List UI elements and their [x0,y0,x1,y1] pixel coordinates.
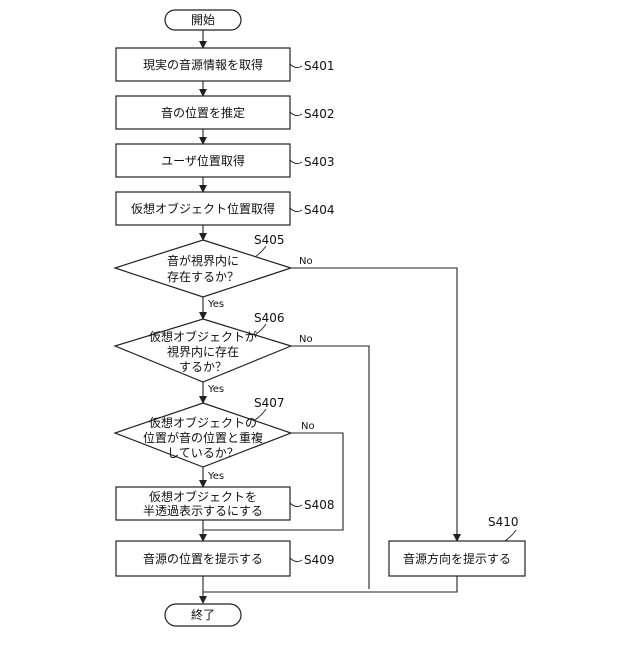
decision-s407-line1: 仮想オブジェクトの [149,415,257,430]
leader-s410 [505,530,516,541]
start-terminal: 開始 [165,10,241,30]
leader-s408 [290,503,302,507]
decision-s407-line3: しているか？ [167,446,239,460]
step-label-s410: S410 [488,515,519,529]
branch-s407-no: No [301,421,315,432]
decision-s405-line1: 音が視界内に [167,253,239,268]
process-s409: 音源の位置を提示する S409 [116,541,335,576]
branch-s407-yes: Yes [207,471,224,482]
decision-s406: 仮想オブジェクトが 視界内に存在 するか？ S406 Yes No [115,311,313,395]
leader-s403 [290,160,302,164]
end-label: 終了 [191,607,215,622]
step-label-s409: S409 [304,553,335,567]
decision-s405-line2: 存在するか？ [167,270,239,284]
process-s408: 仮想オブジェクトを 半透過表示するにする S408 [116,487,335,520]
end-terminal: 終了 [165,604,241,626]
decision-s405: 音が視界内に 存在するか？ S405 Yes No [115,233,313,310]
branch-s406-yes: Yes [207,384,224,395]
step-label-s403: S403 [304,155,335,169]
process-s401: 現実の音源情報を取得 S401 [116,48,335,81]
branch-s405-yes: Yes [207,299,224,310]
process-s410-text: 音源方向を提示する [403,551,511,566]
start-label: 開始 [191,13,215,27]
process-s404: 仮想オブジェクト位置取得 S404 [116,192,335,225]
step-label-s402: S402 [304,107,335,121]
leader-s404 [290,208,302,212]
line-s410-return [203,576,457,592]
branch-s406-no: No [299,334,313,345]
decision-s406-line1: 仮想オブジェクトが [149,329,257,344]
decision-s406-line2: 視界内に存在 [167,344,239,359]
leader-s402 [290,112,302,116]
process-s408-line2: 半透過表示するにする [143,504,263,518]
leader-s401 [290,64,302,68]
process-s404-text: 仮想オブジェクト位置取得 [131,201,275,216]
decision-s406-line3: するか？ [179,360,227,374]
leader-s405 [255,246,266,257]
leader-s409 [290,558,302,562]
process-s402: 音の位置を推定 S402 [116,96,335,129]
step-label-s406: S406 [254,311,285,325]
step-label-s405: S405 [254,233,285,247]
process-s403-text: ユーザ位置取得 [161,153,245,168]
process-s408-line1: 仮想オブジェクトを [149,489,257,504]
step-label-s401: S401 [304,59,335,73]
branch-s405-no: No [299,256,313,267]
process-s403: ユーザ位置取得 S403 [116,144,335,177]
decision-s407: 仮想オブジェクトの 位置が音の位置と重複 しているか？ S407 Yes No [115,396,315,482]
step-label-s407: S407 [254,396,285,410]
process-s402-text: 音の位置を推定 [161,105,245,120]
leader-s407 [255,409,266,420]
step-label-s404: S404 [304,203,335,217]
process-s401-text: 現実の音源情報を取得 [143,57,263,72]
process-s409-text: 音源の位置を提示する [143,551,263,566]
decision-s407-line2: 位置が音の位置と重複 [143,430,263,445]
step-label-s408: S408 [304,498,335,512]
